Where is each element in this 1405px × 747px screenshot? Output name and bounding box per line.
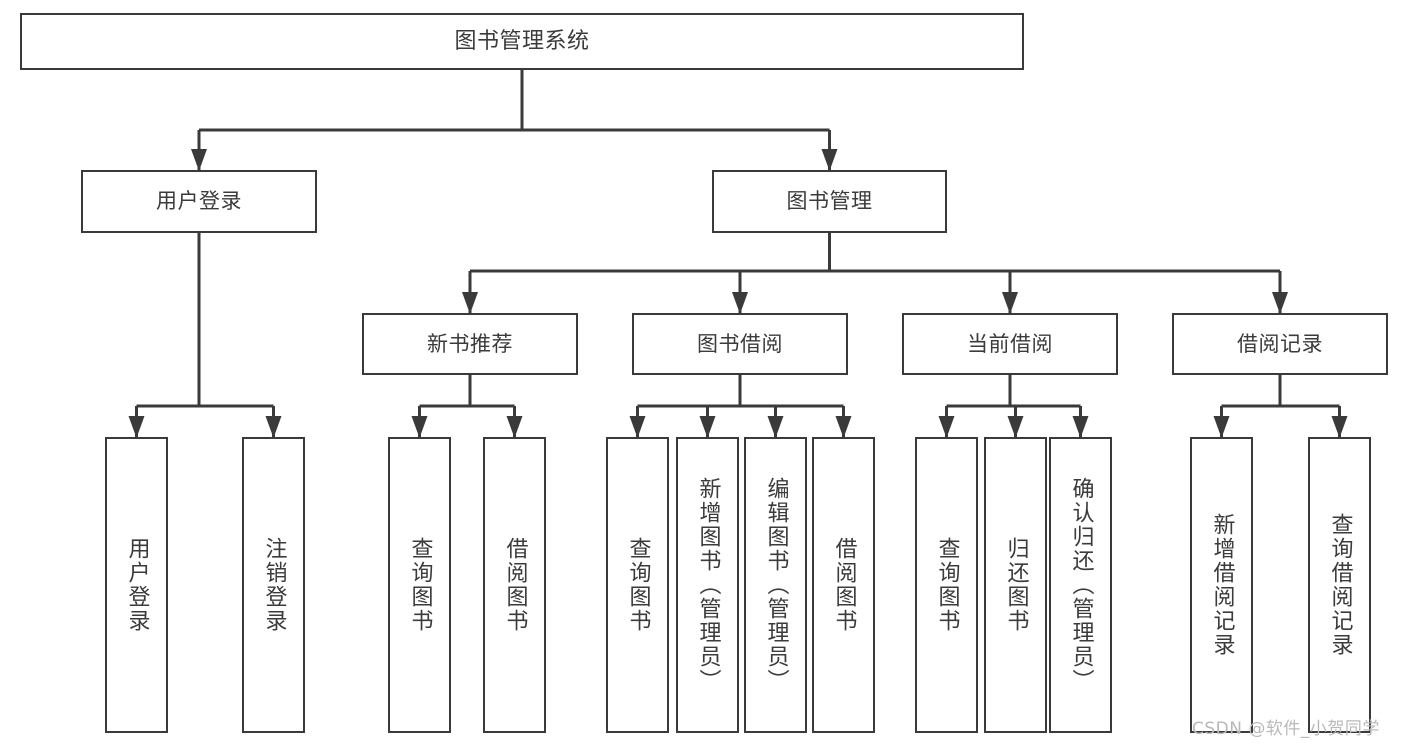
node-label: 查询借阅记录 [1327,513,1353,657]
node-label: 查询图书 [625,537,651,633]
node-label: 编辑图书（管理员） [763,477,789,693]
node-user-login[interactable]: 用户登录 [81,170,317,233]
node-label: 图书管理系统 [454,28,590,54]
node-label: 新增借阅记录 [1209,513,1235,657]
leaf-query-borrow-record[interactable]: 查询借阅记录 [1308,437,1371,733]
node-book-borrowing[interactable]: 图书借阅 [632,313,848,375]
leaf-borrow-book-borrowing[interactable]: 借阅图书 [812,437,875,733]
node-current-borrowing[interactable]: 当前借阅 [902,313,1118,375]
node-label: 确认归还（管理员） [1068,477,1094,693]
node-new-book-recommendation[interactable]: 新书推荐 [362,313,578,375]
leaf-edit-book-admin[interactable]: 编辑图书（管理员） [744,437,807,733]
node-label: 归还图书 [1003,537,1029,633]
node-label: 用户登录 [156,189,242,214]
leaf-user-login[interactable]: 用户登录 [105,437,168,733]
node-label: 注销登录 [261,537,287,633]
node-label: 新增图书（管理员） [695,477,721,693]
node-label: 借阅图书 [502,537,528,633]
node-root-system[interactable]: 图书管理系统 [20,13,1024,70]
leaf-add-book-admin[interactable]: 新增图书（管理员） [676,437,739,733]
node-label: 新书推荐 [427,331,513,356]
leaf-add-borrow-record[interactable]: 新增借阅记录 [1190,437,1253,733]
leaf-query-book-recommendation[interactable]: 查询图书 [388,437,451,733]
node-label: 图书借阅 [697,331,783,356]
leaf-query-book-borrowing[interactable]: 查询图书 [606,437,669,733]
node-borrow-records[interactable]: 借阅记录 [1172,313,1388,375]
node-label: 用户登录 [124,537,150,633]
leaf-user-logout[interactable]: 注销登录 [242,437,305,733]
node-label: 借阅图书 [831,537,857,633]
leaf-return-book[interactable]: 归还图书 [984,437,1047,733]
leaf-confirm-return-admin[interactable]: 确认归还（管理员） [1049,437,1112,733]
node-label: 图书管理 [786,189,873,214]
node-label: 查询图书 [407,537,433,633]
node-label: 借阅记录 [1237,331,1323,356]
leaf-borrow-book-recommendation[interactable]: 借阅图书 [483,437,546,733]
node-label: 当前借阅 [967,331,1053,356]
leaf-query-book-current[interactable]: 查询图书 [915,437,978,733]
node-book-management[interactable]: 图书管理 [712,170,947,233]
node-label: 查询图书 [934,537,960,633]
